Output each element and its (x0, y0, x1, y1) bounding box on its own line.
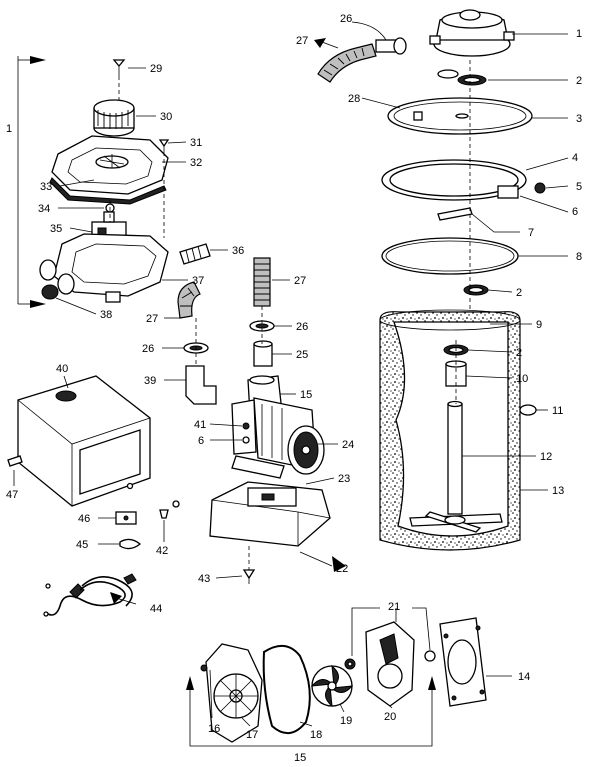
callout-12: 12 (540, 451, 552, 463)
tank-lid (387, 97, 533, 135)
callout-27-middle: 27 (294, 275, 306, 287)
callout-26-top: 26 (340, 13, 352, 25)
callout-2-lower: 2 (516, 347, 522, 359)
flex-hose-left (177, 281, 201, 319)
callout-33: 33 (40, 181, 52, 193)
callout-44: 44 (150, 603, 162, 615)
pump-internals-group (186, 617, 487, 747)
power-cord (43, 573, 137, 617)
callout-16: 16 (208, 723, 220, 735)
callout-26-middle: 26 (296, 321, 308, 333)
callout-34: 34 (38, 203, 50, 215)
leader-lines (13, 21, 569, 727)
callout-45: 45 (76, 539, 88, 551)
valve-plug (41, 284, 59, 300)
callout-10: 10 (516, 373, 528, 385)
tank-o-ring (381, 237, 519, 275)
impeller (310, 664, 354, 708)
enclosure-group (7, 375, 180, 617)
callout-30: 30 (160, 111, 172, 123)
clamp-ring (381, 159, 546, 201)
callout-2-middle: 2 (516, 287, 522, 299)
callout-28: 28 (348, 93, 360, 105)
valve-group (17, 56, 211, 308)
motor-bracket (231, 455, 285, 479)
callout-9: 9 (536, 319, 542, 331)
callout-7: 7 (528, 227, 534, 239)
callout-26-left: 26 (142, 343, 154, 355)
clamp-bolt (437, 207, 473, 221)
callout-13: 13 (552, 485, 564, 497)
flex-hose-middle (253, 257, 271, 307)
callout-35: 35 (50, 223, 62, 235)
callout-46: 46 (78, 513, 90, 525)
callout-labels: 1 2 3 4 5 6 7 8 2 9 2 10 11 12 13 14 15 … (6, 13, 582, 764)
callout-8: 8 (576, 251, 582, 263)
drain-plug (519, 404, 537, 416)
callout-11: 11 (552, 405, 563, 417)
valve-gasket (49, 177, 167, 205)
pump-face-plate (200, 643, 263, 743)
callout-1-left: 1 (6, 123, 12, 135)
callout-36: 36 (232, 245, 244, 257)
callout-27-left: 27 (146, 313, 158, 325)
callout-47: 47 (6, 489, 18, 501)
motor-back-plate (439, 617, 487, 707)
valve-knob (93, 99, 135, 137)
callout-3: 3 (576, 113, 582, 125)
callout-39: 39 (144, 375, 156, 387)
tank-group (317, 9, 546, 551)
standpipe (447, 403, 463, 515)
elbow-fitting (185, 365, 217, 405)
hose-top (317, 37, 407, 83)
callout-41: 41 (194, 419, 206, 431)
pump-motor-group (209, 375, 331, 584)
callout-6-right: 6 (572, 206, 578, 218)
callout-15-bottom: 15 (294, 752, 306, 764)
pump-gasket (262, 645, 311, 734)
callout-4: 4 (572, 152, 578, 164)
valve-body (39, 233, 169, 303)
callout-15-pump: 15 (300, 389, 312, 401)
callout-31: 31 (190, 137, 202, 149)
pump-hoses (177, 257, 275, 405)
callout-22: 22 (336, 563, 348, 575)
laterals (409, 511, 503, 533)
valve-cover (51, 135, 169, 195)
callout-20: 20 (384, 711, 396, 723)
callout-38: 38 (100, 309, 112, 321)
callout-1-top: 1 (576, 28, 582, 40)
callout-27-top: 27 (296, 35, 308, 47)
motor (253, 397, 325, 475)
callout-32: 32 (190, 157, 202, 169)
callout-42: 42 (156, 545, 168, 557)
cord-clip (119, 538, 142, 550)
callout-6-pump: 6 (198, 435, 204, 447)
callout-17: 17 (246, 729, 258, 741)
callout-21: 21 (388, 601, 400, 613)
callout-5: 5 (576, 181, 582, 193)
callout-2-top: 2 (576, 75, 582, 87)
pump-base (209, 481, 331, 547)
top-valve-assembly (429, 9, 515, 57)
callout-29: 29 (150, 63, 162, 75)
callout-43: 43 (198, 573, 210, 585)
pump-housing-back (365, 621, 436, 707)
callout-24: 24 (342, 439, 354, 451)
callout-19: 19 (340, 715, 352, 727)
motor-cover (17, 375, 151, 507)
callout-23: 23 (338, 473, 350, 485)
callout-25: 25 (296, 349, 308, 361)
callout-40: 40 (56, 363, 68, 375)
callout-37: 37 (192, 275, 204, 287)
callout-18: 18 (310, 729, 322, 741)
hose-fitting (179, 243, 211, 265)
callout-14: 14 (518, 671, 530, 683)
